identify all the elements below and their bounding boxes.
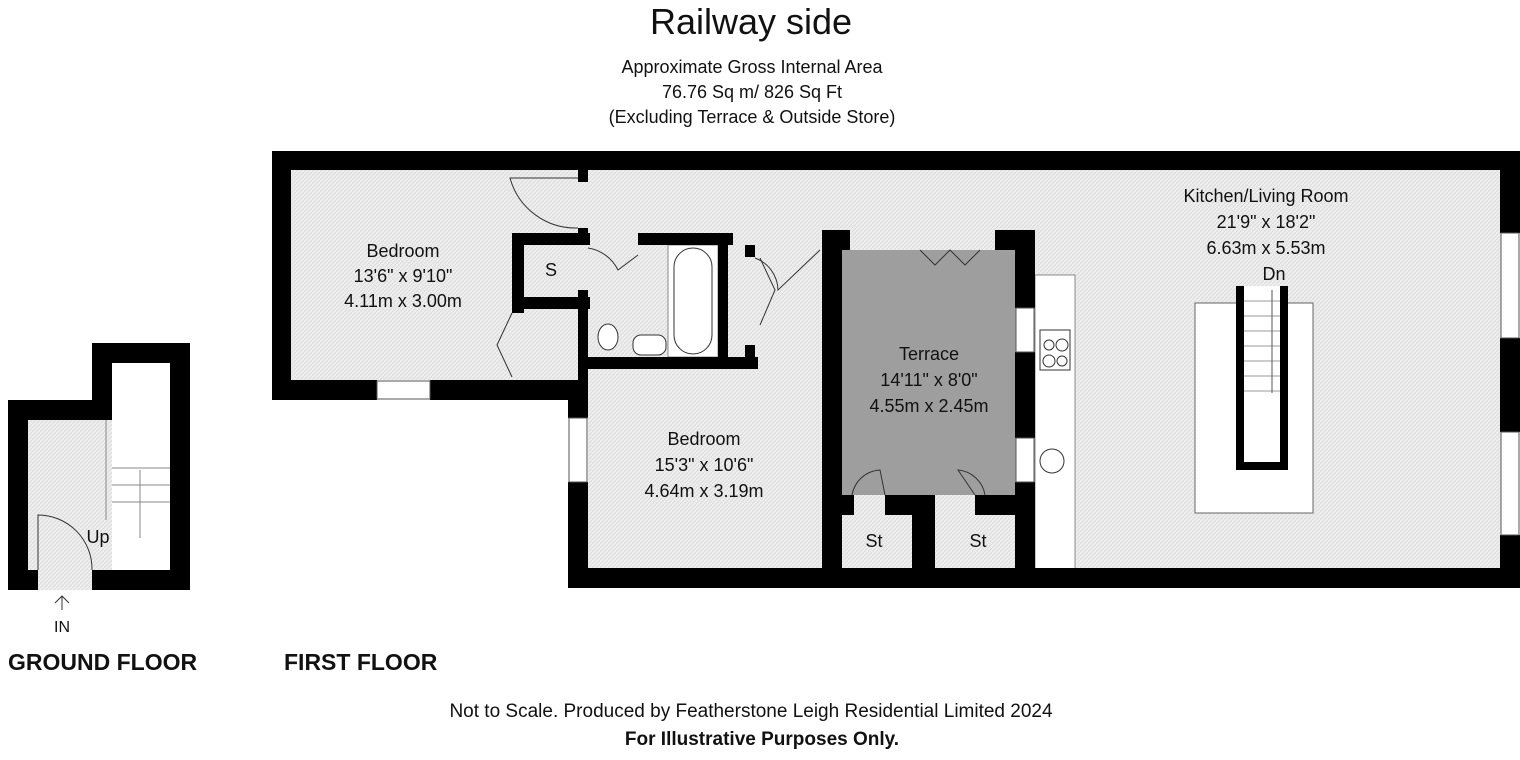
ground-floor-label: GROUND FLOOR bbox=[8, 649, 198, 675]
sanitary-fittings bbox=[597, 247, 1071, 474]
room-size-imperial: 21'9" x 18'2" bbox=[1216, 212, 1316, 232]
stair-treads bbox=[1244, 290, 1280, 393]
room-size-metric: 4.55m x 2.45m bbox=[869, 396, 989, 416]
door-swings bbox=[496, 177, 986, 496]
ground-floor bbox=[8, 343, 190, 610]
entrance-label: IN bbox=[54, 619, 70, 636]
area-note: (Excluding Terrace & Outside Store) bbox=[608, 107, 896, 127]
footer-disclaimer: Not to Scale. Produced by Featherstone L… bbox=[449, 701, 1053, 722]
first-floor-walls bbox=[272, 151, 1520, 588]
windows bbox=[376, 232, 1520, 536]
store-st-1-label: St bbox=[865, 531, 883, 551]
stairs-down-label: Dn bbox=[1262, 264, 1286, 284]
terrace-area bbox=[842, 250, 1016, 495]
entrance-arrow-icon bbox=[54, 595, 70, 610]
room-size-imperial: 13'6" x 9'10" bbox=[353, 266, 453, 286]
first-floor-label: FIRST FLOOR bbox=[284, 649, 438, 675]
stairs-up-label: Up bbox=[86, 527, 110, 547]
store-s-label: S bbox=[544, 260, 558, 280]
footer-illustrative: For Illustrative Purposes Only. bbox=[624, 729, 900, 750]
room-name: Kitchen/Living Room bbox=[1183, 186, 1349, 206]
room-name: Bedroom bbox=[667, 429, 741, 449]
area-label: Approximate Gross Internal Area bbox=[621, 57, 883, 77]
room-size-metric: 4.64m x 3.19m bbox=[644, 481, 764, 501]
plan-title: Railway side bbox=[649, 1, 853, 42]
first-floor-fills bbox=[291, 170, 1501, 570]
room-size-metric: 6.63m x 5.53m bbox=[1206, 238, 1326, 258]
room-name: Bedroom bbox=[366, 241, 440, 261]
staircase bbox=[1244, 286, 1280, 462]
area-value: 76.76 Sq m/ 826 Sq Ft bbox=[661, 82, 843, 102]
room-name: Terrace bbox=[898, 344, 960, 364]
room-size-imperial: 14'11" x 8'0" bbox=[880, 370, 978, 390]
store-st-2-label: St bbox=[969, 531, 987, 551]
kitchen-counter bbox=[1034, 274, 1076, 570]
room-size-imperial: 15'3" x 10'6" bbox=[654, 455, 754, 475]
room-size-metric: 4.11m x 3.00m bbox=[344, 291, 462, 311]
